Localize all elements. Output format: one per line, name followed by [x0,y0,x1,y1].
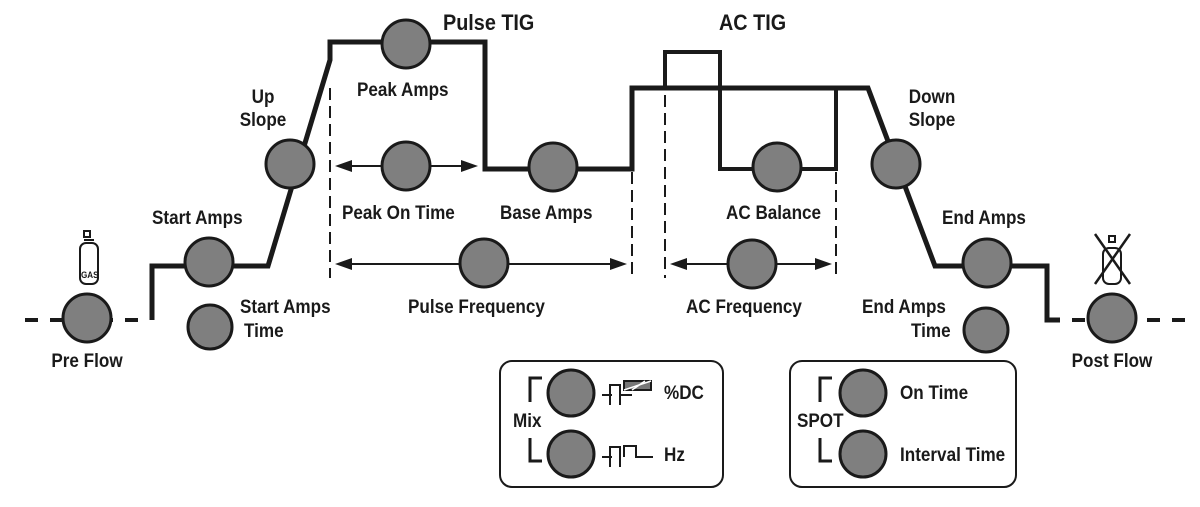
end-amps-time-knob[interactable] [962,306,1010,354]
mix-bracket [528,376,542,463]
up-slope-knob[interactable] [264,138,316,190]
down-slope-label-line2: Slope [908,110,956,131]
spot-interval-time-label: Interval Time [900,445,1006,466]
pulse-tig-title: Pulse TIG [443,10,535,35]
post-flow-label: Post Flow [1071,351,1153,372]
mix-dc-label: %DC [664,383,704,404]
end-amps-time-label-line2: Time [911,321,951,342]
mix-hz-label: Hz [664,445,685,466]
down-slope-knob[interactable] [870,138,922,190]
mix-dc-knob[interactable] [546,368,596,418]
start-amps-time-knob[interactable] [186,303,234,351]
pulse-dc-icon [602,380,652,405]
end-amps-knob[interactable] [961,237,1013,289]
pulse-hz-icon [602,445,653,467]
end-amps-label: End Amps [942,208,1026,229]
pre-flow-knob[interactable] [61,292,113,344]
spot-interval-time-knob[interactable] [838,429,888,479]
peak-on-time-label: Peak On Time [342,203,455,224]
ac-frequency-knob[interactable] [726,238,778,290]
start-amps-label: Start Amps [152,208,243,229]
ac-balance-knob[interactable] [751,141,803,193]
gas-cylinder-icon [79,230,99,285]
gas-label: GAS [81,270,99,280]
start-amps-time-label-line1: Start Amps [240,297,331,318]
base-amps-label: Base Amps [500,203,593,224]
spot-on-time-knob[interactable] [838,368,888,418]
pre-flow-label: Pre Flow [51,351,123,372]
pulse-frequency-knob[interactable] [458,237,510,289]
start-amps-knob[interactable] [183,236,235,288]
post-flow-knob[interactable] [1086,292,1138,344]
mix-label: Mix [513,411,542,432]
mix-hz-knob[interactable] [546,429,596,479]
base-amps-knob[interactable] [527,141,579,193]
spot-label: SPOT [797,411,844,432]
end-amps-time-label-line1: End Amps [862,297,946,318]
peak-amps-knob[interactable] [380,18,432,70]
peak-on-time-knob[interactable] [380,140,432,192]
up-slope-label-line1: Up [251,87,275,108]
up-slope-label-line2: Slope [239,110,287,131]
spot-bracket [818,376,832,463]
spot-on-time-label: On Time [900,383,969,404]
gas-off-icon [1093,233,1132,285]
ac-tig-title: AC TIG [719,10,787,35]
ac-frequency-label: AC Frequency [686,297,802,318]
peak-amps-label: Peak Amps [357,80,449,101]
ac-square-wave [663,50,838,171]
down-slope-label-line1: Down [908,87,956,108]
pulse-frequency-label: Pulse Frequency [408,297,545,318]
start-amps-time-label-line2: Time [244,321,284,342]
ac-balance-label: AC Balance [726,203,822,224]
